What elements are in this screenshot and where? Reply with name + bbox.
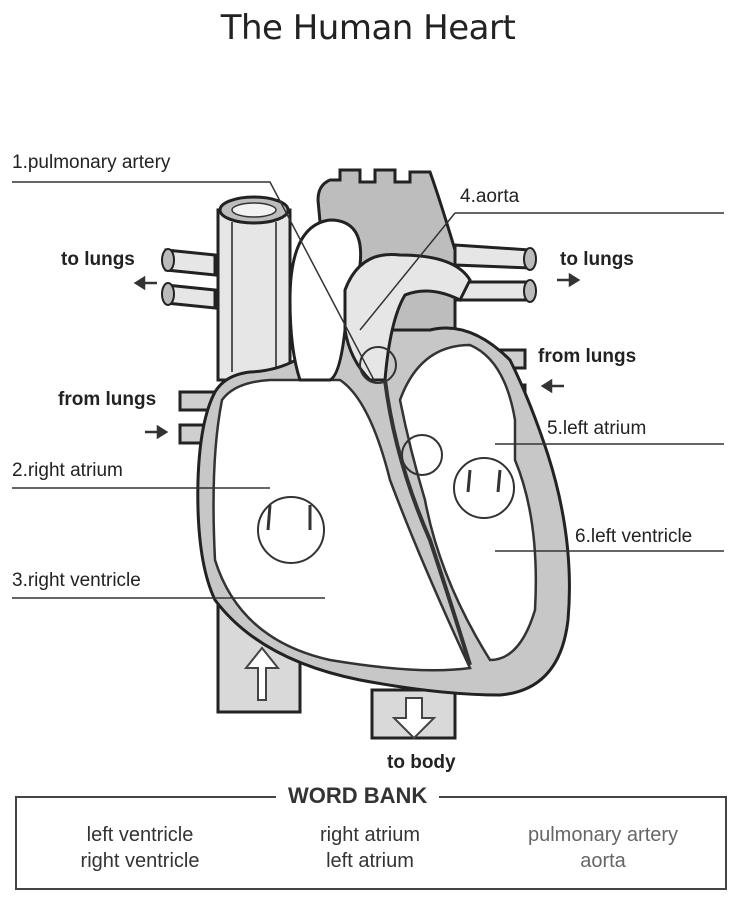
label-right-atrium: 2.right atrium	[12, 460, 123, 482]
label-text: aorta	[475, 186, 520, 207]
word-bank-item: left ventricle	[86, 824, 194, 846]
aortic-valve	[401, 434, 443, 476]
word-bank-column-2: right atrium left atrium	[260, 822, 480, 874]
leader-pulmonary-artery	[12, 181, 376, 383]
label-pulmonary-artery: 1.pulmonary artery	[12, 152, 170, 174]
word-bank-column-3: pulmonary artery aorta	[493, 822, 713, 874]
left-chamber	[398, 343, 538, 662]
label-number: 2.	[12, 460, 28, 481]
label-number: 3.	[12, 570, 28, 591]
label-number: 6.	[575, 526, 591, 547]
word-bank-item: right atrium	[319, 824, 421, 846]
label-left-atrium: 5.left atrium	[547, 418, 646, 440]
word-bank-column-1: left ventricle right ventricle	[30, 822, 250, 874]
flow-to-body: to body	[387, 752, 456, 773]
tricuspid-valve	[257, 496, 325, 564]
page-title: The Human Heart	[220, 8, 516, 48]
label-text: pulmonary artery	[27, 152, 171, 173]
label-number: 5.	[547, 418, 563, 439]
up-arrow-icon	[243, 646, 281, 701]
flow-to-lungs-left: to lungs	[61, 249, 135, 270]
septum	[383, 379, 472, 666]
down-arrow-icon	[391, 697, 437, 740]
word-bank-item: left atrium	[326, 850, 414, 872]
label-number: 4.	[460, 186, 476, 207]
label-right-ventricle: 3.right ventricle	[12, 570, 141, 592]
label-text: right atrium	[27, 460, 123, 481]
flow-from-lungs-left: from lungs	[58, 389, 157, 410]
label-aorta: 4.aorta	[460, 186, 519, 208]
word-bank-item: aorta	[580, 850, 626, 872]
label-text: left ventricle	[590, 526, 693, 547]
flow-to-lungs-right: to lungs	[560, 249, 634, 270]
leader-lines	[12, 181, 724, 599]
label-number: 1.	[12, 152, 28, 173]
superior-vena-cava	[216, 208, 292, 382]
label-text: left atrium	[562, 418, 647, 439]
ascending-aorta	[343, 252, 472, 382]
flow-arrows	[133, 272, 581, 440]
word-bank-item: pulmonary artery	[527, 824, 679, 846]
leader-aorta	[359, 212, 724, 331]
mitral-valve	[453, 457, 515, 519]
pulmonary-branch-right	[453, 243, 532, 302]
word-bank-item: right ventricle	[80, 850, 200, 872]
word-bank-title: WORD BANK	[276, 783, 440, 809]
label-left-ventricle: 6.left ventricle	[575, 526, 692, 548]
label-text: right ventricle	[27, 570, 141, 591]
pulmonary-valve	[359, 346, 397, 384]
flow-from-lungs-right: from lungs	[538, 346, 637, 367]
